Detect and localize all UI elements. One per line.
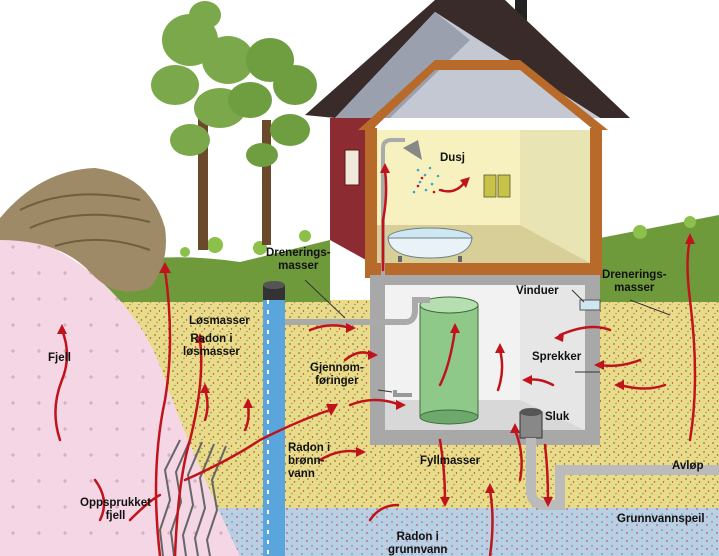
tree-left bbox=[151, 1, 254, 250]
label-oppsprukket-fjell: Oppsprukket fjell bbox=[80, 497, 151, 522]
label-losmasser: Løsmasser bbox=[189, 315, 250, 327]
label-dreneringsmasser-right: Drenerings- masser bbox=[602, 269, 667, 294]
towel bbox=[483, 174, 497, 198]
label-sprekker: Sprekker bbox=[532, 351, 582, 363]
label-gjennomforinger: Gjennom- føringer bbox=[310, 362, 364, 387]
house-frame bbox=[358, 60, 608, 278]
label-radon-losmasser: Radon i løsmasser bbox=[183, 333, 240, 358]
bathtub bbox=[387, 227, 473, 262]
label-fjell: Fjell bbox=[48, 352, 72, 364]
radon-arrowheads bbox=[57, 163, 695, 507]
label-sluk: Sluk bbox=[545, 411, 570, 423]
label-radon-bronnvann: Radon i brønn- vann bbox=[288, 442, 331, 480]
leader-lines bbox=[304, 279, 671, 393]
label-avlop: Avløp bbox=[672, 460, 704, 472]
label-radon-grunnvann: Radon i grunnvann bbox=[388, 531, 448, 556]
house-side-wall bbox=[330, 118, 375, 265]
label-fyllmasser: Fyllmasser bbox=[420, 455, 481, 467]
radon-arrows bbox=[54, 168, 697, 556]
label-dusj: Dusj bbox=[440, 152, 465, 164]
label-grunnvannspeil: Grunnvannspeil bbox=[617, 513, 705, 525]
label-vinduer: Vinduer bbox=[516, 285, 559, 297]
shower bbox=[381, 138, 444, 275]
label-dreneringsmasser-left: Drenerings- masser bbox=[266, 247, 331, 272]
tree-right bbox=[228, 38, 317, 245]
floor-drain bbox=[519, 408, 719, 510]
rock-outcrop bbox=[0, 168, 166, 292]
inlet-pipe bbox=[285, 297, 430, 325]
roof bbox=[305, 0, 630, 118]
cracked-rock bbox=[158, 439, 227, 556]
well bbox=[263, 281, 285, 556]
